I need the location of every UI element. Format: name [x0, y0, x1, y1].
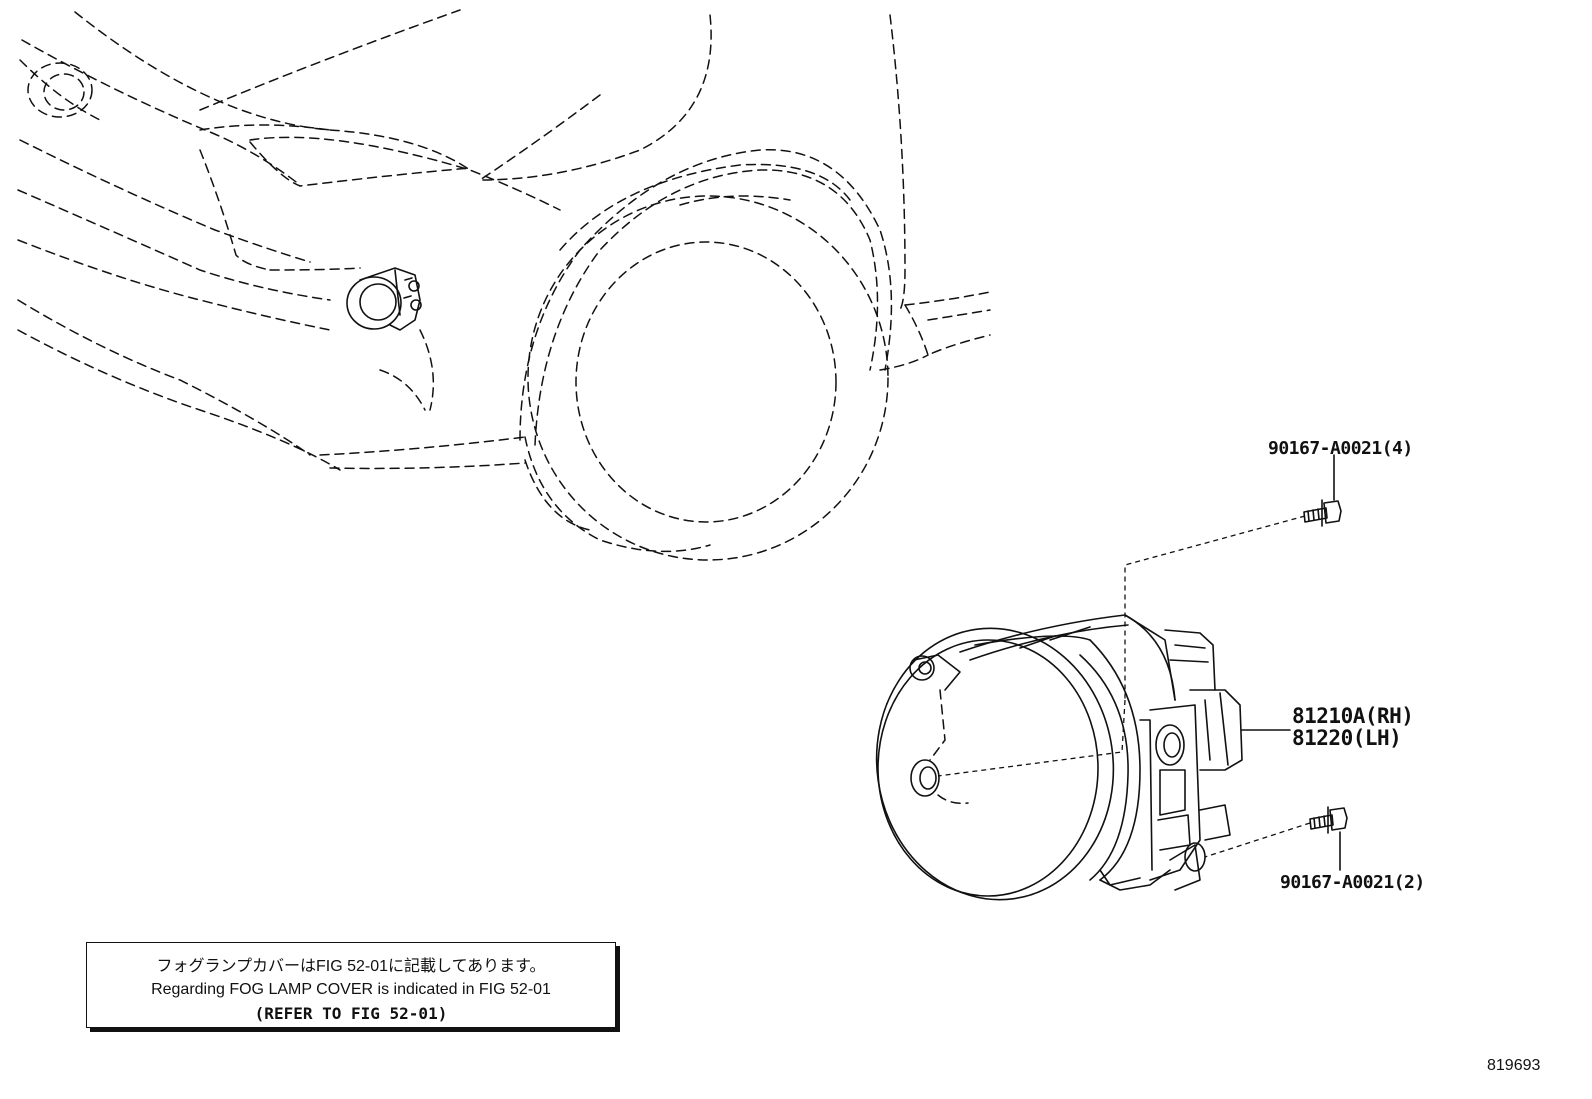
bolt-lower	[1309, 806, 1348, 834]
note-line-english: Regarding FOG LAMP COVER is indicated in…	[151, 981, 551, 998]
reference-note-box: フォグランプカバーはFIG 52-01に記載してあります。 Regarding …	[86, 942, 616, 1028]
bolt-upper	[1303, 499, 1342, 527]
note-line-reference: (REFER TO FIG 52-01)	[254, 1004, 448, 1023]
fog-lamp-assembly	[875, 614, 1243, 901]
part-label-bolt-upper: 90167-A0021(4)	[1268, 438, 1413, 459]
fog-lamp-on-vehicle	[346, 267, 422, 331]
part-label-lamp-rh: 81210A(RH)	[1292, 704, 1414, 728]
vehicle-body-outline	[17, 9, 991, 471]
note-line-japanese: フォグランプカバーはFIG 52-01に記載してあります。	[156, 958, 546, 975]
wheel-and-arch	[519, 149, 893, 561]
diagram-id-number: 819693	[1487, 1057, 1541, 1074]
leader-lines	[937, 454, 1341, 871]
part-label-bolt-lower: 90167-A0021(2)	[1280, 872, 1425, 893]
part-label-lamp-lh: 81220(LH)	[1292, 726, 1402, 750]
